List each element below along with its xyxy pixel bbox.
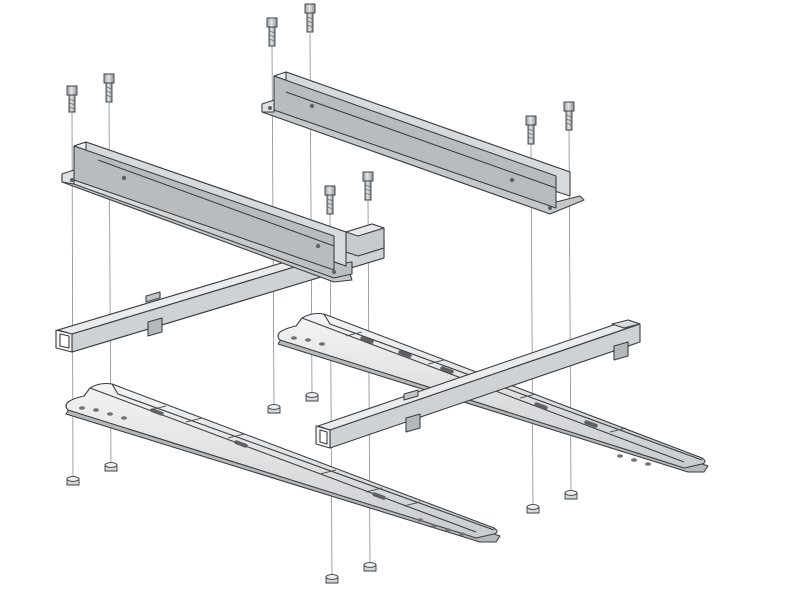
bolts (66, 3, 575, 215)
hex-nut (564, 490, 578, 500)
hex-bolt (324, 185, 336, 215)
hex-bolt (362, 171, 374, 201)
hex-nut (363, 562, 377, 572)
hex-nut (305, 392, 319, 402)
hex-bolt (563, 101, 575, 131)
hex-nut (104, 462, 118, 472)
hex-nut (267, 404, 281, 414)
hex-nut (66, 476, 80, 486)
hex-bolt (66, 85, 78, 113)
assembly-line (71, 111, 74, 481)
hex-nut (325, 574, 339, 584)
nuts (66, 392, 578, 584)
upper-c-channel-right (261, 71, 585, 215)
upper-c-channel-left (61, 141, 353, 283)
hex-bolt (103, 73, 115, 103)
hex-bolt (525, 115, 537, 145)
hex-nut (526, 504, 540, 514)
slotted-base-rail-left (65, 382, 501, 543)
hex-bolt (266, 17, 278, 47)
hex-bolt (304, 3, 316, 33)
square-tube-crossbar-right (315, 319, 641, 449)
